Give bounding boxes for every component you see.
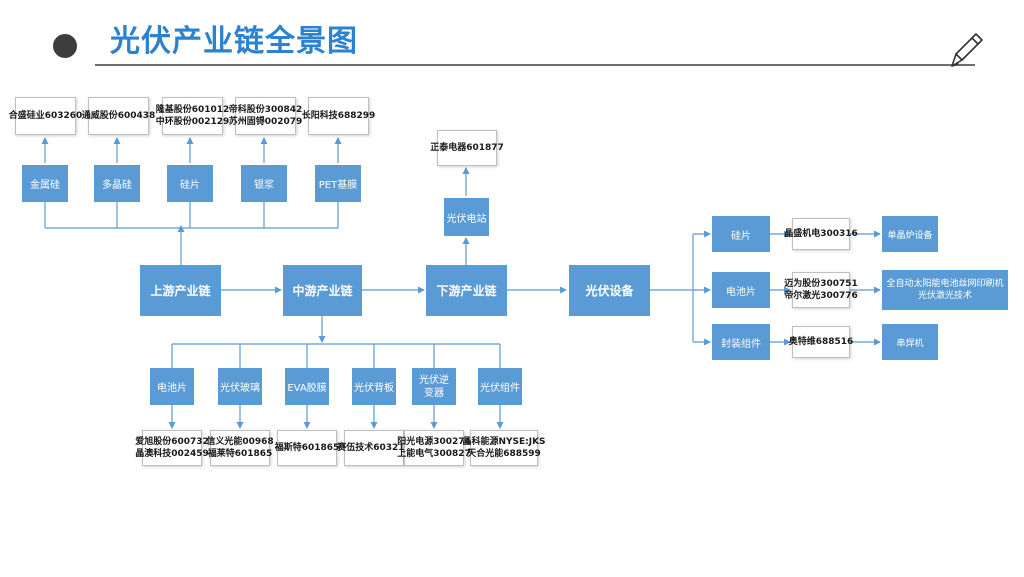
equipment-company-box: 迈为股份300751 帝尔激光300776 — [784, 272, 858, 308]
title-divider — [95, 64, 975, 66]
company-name: 迈为股份300751 — [784, 279, 858, 289]
company-name: 晶澳科技002459 — [135, 449, 209, 459]
downstream-chain-box: 下游产业链 — [426, 265, 507, 316]
upstream-material-box: 多晶硅 — [94, 165, 140, 202]
company-name: 长阳科技688299 — [301, 111, 376, 121]
upstream-material-box: 硅片 — [167, 165, 213, 202]
bullet-dot-icon — [53, 34, 77, 58]
downstream-company-box: 正泰电器601877 — [430, 130, 504, 166]
upstream-company-box: 长阳科技688299 — [302, 97, 375, 135]
company-name: 中环股份002129 — [155, 117, 230, 127]
company-name: 上能电气300827 — [397, 449, 471, 459]
midstream-component-box: 光伏玻璃 — [218, 368, 262, 405]
company-name: 爱旭股份600732 — [135, 437, 209, 447]
midstream-company-box: 赛伍技术603212 — [337, 430, 411, 466]
upstream-company-box: 合盛硅业603260 — [9, 97, 82, 135]
upstream-company-box: 帝科股份300842 苏州固锝002079 — [229, 97, 302, 135]
upstream-material-box: 银浆 — [241, 165, 287, 202]
company-name: 通威股份600438 — [81, 111, 156, 121]
equipment-segment-box: 封装组件 — [712, 324, 770, 360]
company-name: 苏州固锝002079 — [228, 117, 303, 127]
company-name: 天合光能688599 — [467, 449, 541, 459]
midstream-component-box: 电池片 — [150, 368, 194, 405]
upstream-chain-box: 上游产业链 — [140, 265, 221, 316]
midstream-company-box: 爱旭股份600732 晶澳科技002459 — [135, 430, 209, 466]
midstream-company-box: 晶科能源NYSE:JKS 天合光能688599 — [462, 430, 546, 466]
equipment-segment-box: 电池片 — [712, 272, 770, 308]
midstream-chain-box: 中游产业链 — [283, 265, 362, 316]
midstream-component-box: EVA胶膜 — [285, 368, 329, 405]
upstream-company-box: 隆基股份601012 中环股份002129 — [156, 97, 229, 135]
upstream-material-box: 金属硅 — [22, 165, 68, 202]
midstream-company-box: 福斯特601865 — [274, 430, 340, 466]
pen-icon — [951, 33, 983, 67]
page-title: 光伏产业链全景图 — [110, 24, 358, 59]
company-name: 隆基股份601012 — [155, 105, 230, 115]
upstream-material-box: PET基膜 — [315, 165, 361, 202]
midstream-company-box: 信义光能00968 福莱特601865 — [206, 430, 274, 466]
company-name: 晶盛机电300316 — [784, 229, 858, 239]
company-name: 赛伍技术603212 — [337, 443, 411, 453]
company-name: 帝尔激光300776 — [784, 291, 858, 301]
midstream-component-box: 光伏背板 — [352, 368, 396, 405]
pv-station-box: 光伏电站 — [444, 198, 489, 236]
company-name: 信义光能00968 — [206, 437, 274, 447]
pv-equipment-box: 光伏设备 — [569, 265, 650, 316]
equipment-segment-box: 硅片 — [712, 216, 770, 252]
company-name: 帝科股份300842 — [228, 105, 303, 115]
midstream-component-box: 光伏组件 — [478, 368, 522, 405]
company-name: 正泰电器601877 — [430, 143, 504, 153]
company-name: 晶科能源NYSE:JKS — [462, 437, 546, 447]
equipment-device-box: 全自动太阳能电池丝网印刷机 光伏激光技术 — [882, 270, 1008, 310]
company-name: 合盛硅业603260 — [8, 111, 83, 121]
upstream-company-box: 通威股份600438 — [82, 97, 155, 135]
company-name: 奥特维688516 — [788, 337, 854, 347]
equipment-device-box: 单晶炉设备 — [882, 216, 938, 252]
midstream-component-box: 光伏逆变器 — [412, 368, 456, 405]
equipment-company-box: 晶盛机电300316 — [784, 218, 858, 250]
equipment-company-box: 奥特维688516 — [789, 326, 853, 358]
company-name: 福斯特601865 — [274, 443, 340, 453]
equipment-device-box: 串焊机 — [882, 324, 938, 360]
company-name: 阳光电源300274 — [397, 437, 471, 447]
company-name: 福莱特601865 — [207, 449, 273, 459]
midstream-company-box: 阳光电源300274 上能电气300827 — [397, 430, 471, 466]
